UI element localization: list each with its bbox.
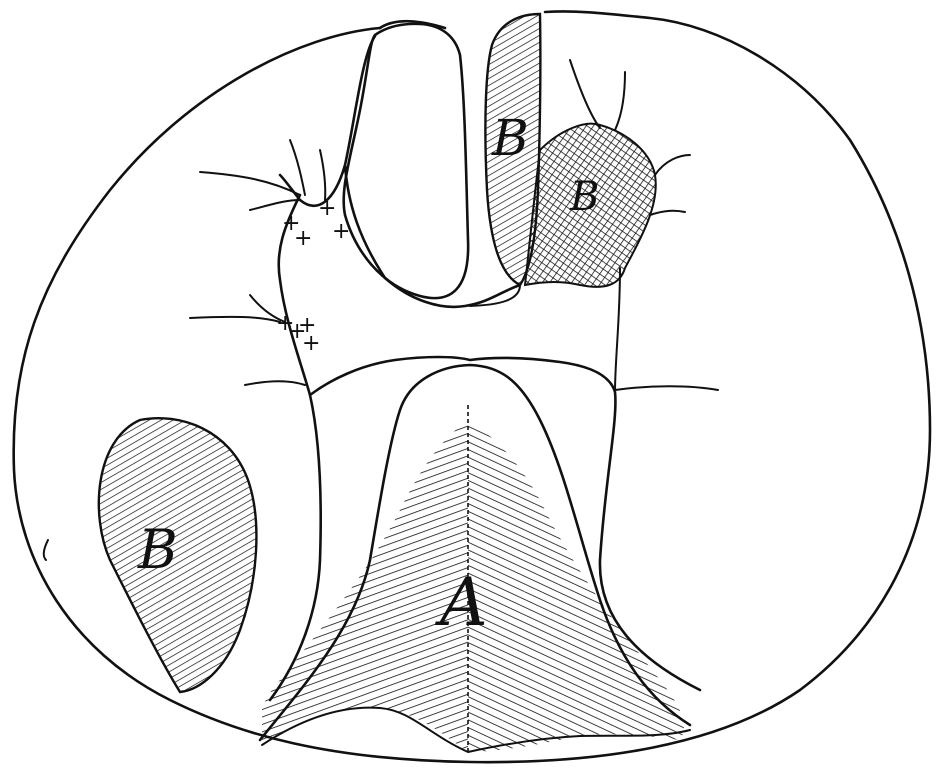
- root-line-left-5: [290, 140, 305, 195]
- root-line-right-6: [615, 268, 620, 392]
- root-line-right-5: [615, 386, 718, 390]
- root-line-left-4: [245, 381, 305, 385]
- left-ventral-column-outline: [344, 24, 468, 298]
- root-line-right-4: [650, 211, 685, 215]
- cross-marker: +: [318, 196, 336, 221]
- label-a: A: [434, 564, 488, 641]
- gray-matter-crossbar: [270, 195, 321, 700]
- region-a-right: [468, 420, 684, 752]
- root-line-right-1: [570, 60, 600, 128]
- region-a-left: [258, 420, 468, 752]
- cross-marker: +: [302, 331, 320, 356]
- cross-marker: +: [332, 219, 350, 244]
- root-line-left-3: [190, 317, 280, 322]
- label-b-upper: B: [491, 109, 529, 167]
- label-b-left: B: [137, 518, 178, 581]
- cross-marker: +: [294, 226, 312, 251]
- left-margin-notch: [44, 540, 48, 560]
- root-line-left-6: [320, 150, 325, 200]
- root-line-right-3: [655, 155, 690, 175]
- label-b-dorsal: B: [569, 174, 599, 220]
- root-line-left-1: [200, 172, 300, 195]
- root-line-right-2: [615, 72, 625, 130]
- gray-matter-left: [280, 36, 520, 307]
